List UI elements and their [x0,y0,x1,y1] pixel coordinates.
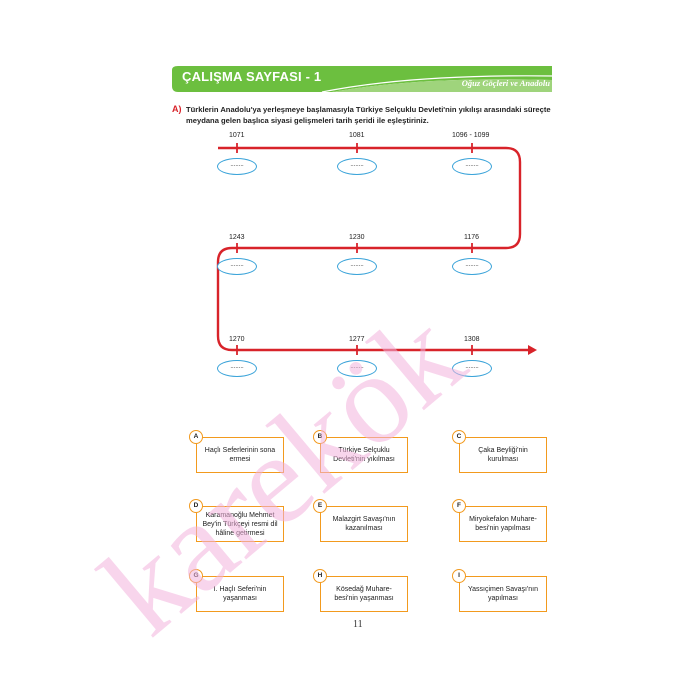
option-card-h: Kösedağ Muhare-besi'nin yaşanması [320,576,408,612]
answer-blank[interactable]: ........ [452,158,492,175]
question-letter: A) [172,104,182,114]
year-label: 1081 [349,132,365,139]
option-card-f: Miryokefalon Muhare-besi'nin yapılması [459,506,547,542]
answer-blank[interactable]: ........ [337,360,377,377]
option-card-a: Haçlı Seferlerinin sona ermesi [196,437,284,473]
question-text: Türklerin Anadolu'ya yerleşmeye başlamas… [186,105,551,125]
option-text: Malazgirt Savaşı'nın kazanılması [332,516,396,532]
header-banner [172,66,554,92]
option-badge: F [452,499,466,513]
year-label: 1230 [349,234,365,241]
year-label: 1176 [464,234,480,241]
option-card-i: Yassıçimen Savaşı'nın yapılması [459,576,547,612]
year-label: 1277 [349,336,365,343]
option-badge: E [313,499,327,513]
option-card-c: Çaka Beyliği'nin kurulması [459,437,547,473]
option-badge: B [313,430,327,444]
timeline-arrow-icon [528,345,537,355]
option-card-b: Türkiye Selçuklu Devleti'nin yıkılması [320,437,408,473]
option-card-d: Karamanoğlu Mehmet Bey'in Türkçeyi resmi… [196,506,284,542]
answer-blank[interactable]: ........ [217,258,257,275]
option-badge: C [452,430,466,444]
timeline-line [216,146,528,352]
page-subtitle: Oğuz Göçleri ve Anadolu [461,78,550,88]
option-text: Haçlı Seferlerinin sona ermesi [204,447,276,463]
option-text: Yassıçimen Savaşı'nın yapılması [467,586,539,602]
answer-blank[interactable]: ........ [217,360,257,377]
answer-blank[interactable]: ........ [452,258,492,275]
option-text: Miryokefalon Muhare-besi'nin yapılması [469,516,537,532]
option-badge: A [189,430,203,444]
answer-blank[interactable]: ........ [337,258,377,275]
year-label: 1243 [229,234,245,241]
option-text: Karamanoğlu Mehmet Bey'in Türkçeyi resmi… [202,511,278,537]
option-badge: H [313,569,327,583]
option-text: Kösedağ Muhare-besi'nin yaşanması [334,586,394,602]
answer-blank[interactable]: ........ [452,360,492,377]
option-text: Çaka Beyliği'nin kurulması [478,447,528,463]
page-header: ÇALIŞMA SAYFASI - 1 Oğuz Göçleri ve Anad… [172,66,554,92]
option-text: Türkiye Selçuklu Devleti'nin yıkılması [333,447,395,463]
option-badge: I [452,569,466,583]
answer-blank[interactable]: ........ [217,158,257,175]
year-label: 1308 [464,336,480,343]
option-text: I. Haçlı Seferi'nin yaşanması [213,586,267,602]
option-card-e: Malazgirt Savaşı'nın kazanılması [320,506,408,542]
option-card-g: I. Haçlı Seferi'nin yaşanması [196,576,284,612]
page-number: 11 [353,619,363,630]
year-label: 1270 [229,336,245,343]
option-badge: G [189,569,203,583]
answer-blank[interactable]: ........ [337,158,377,175]
page-title: ÇALIŞMA SAYFASI - 1 [182,69,322,84]
timeline-ticks [236,143,473,355]
year-label: 1096 - 1099 [452,132,490,139]
option-badge: D [189,499,203,513]
year-label: 1071 [229,132,245,139]
